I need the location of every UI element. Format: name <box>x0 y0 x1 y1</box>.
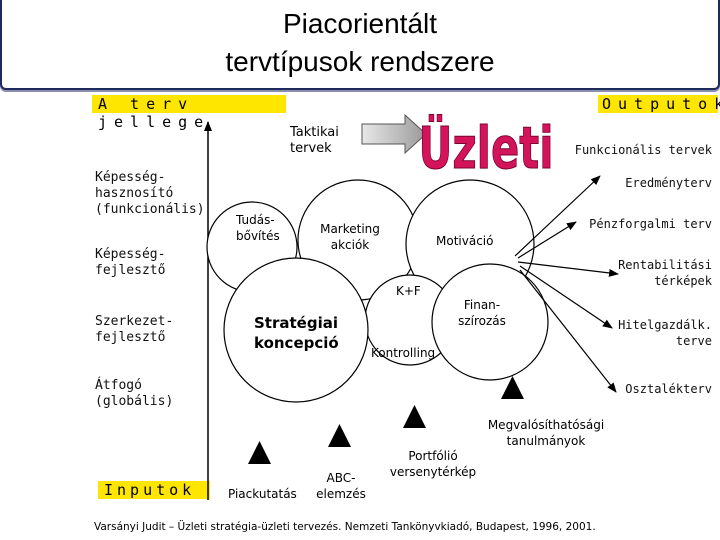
label-szerkezet-fejleszto-1: Szerkezet- <box>95 314 174 329</box>
title-box <box>0 0 720 90</box>
label-szerkezet-fejleszto-2: fejlesztő <box>95 330 166 345</box>
label-finan-1: Finan- <box>463 298 501 312</box>
label-taktikai-2: tervek <box>290 141 332 156</box>
label-abc-2: elemzés <box>316 487 366 501</box>
label-marketing-1: Marketing <box>320 222 380 236</box>
label-rentabilitasi-1: Rentabilitási <box>618 258 712 272</box>
label-marketing-2: akciók <box>330 238 370 252</box>
label-osztalekterv: Osztalékterv <box>625 382 712 396</box>
label-penzforgalmi-terv: Pénzforgalmi terv <box>589 217 712 231</box>
label-hitelgazdalk-2: terve <box>675 334 712 348</box>
arrow-osztalekterv <box>519 269 617 393</box>
terv-jellege-band: A terv jellege <box>92 95 286 131</box>
label-strategiai-1: Stratégiai <box>254 314 338 332</box>
label-kf: K+F <box>396 284 421 298</box>
label-kepesseg-hasznosito-1: Képesség- <box>95 170 166 185</box>
label-kepesseg-hasznosito-3: (funkcionális) <box>95 202 205 217</box>
label-tudas-2: bővítés <box>236 229 280 243</box>
finanszirozas-circle <box>431 263 549 381</box>
block-arrow-icon <box>361 113 427 155</box>
label-abc-1: ABC- <box>326 471 356 485</box>
source-citation: Varsányi Judit – Üzleti stratégia-üzleti… <box>94 521 596 533</box>
label-portfolio-2: versenytérkép <box>389 465 477 479</box>
label-piackutatas: Piackutatás <box>228 487 297 501</box>
title-line-2: tervtípusok rendszere <box>225 46 495 77</box>
label-atfogo-1: Átfogó <box>95 378 142 393</box>
arrow-eredmenyterv <box>514 175 601 257</box>
label-megvalosithatosagi-2: tanulmányok <box>506 434 586 448</box>
inputok-band: Inputok <box>98 481 210 499</box>
label-kepesseg-fejleszto-1: Képesség- <box>95 247 166 262</box>
label-tudas-1: Tudás- <box>236 213 275 227</box>
label-kontrolling: Kontrolling <box>371 346 436 360</box>
label-rentabilitasi-2: térképek <box>654 274 712 288</box>
uzleti-wordart: Üzleti <box>418 114 553 182</box>
piackutatas-triangle-icon <box>248 441 271 464</box>
label-kepesseg-hasznosito-2: hasznosító <box>95 186 174 201</box>
title-line-1: Piacorientált <box>282 8 438 39</box>
arrow-rentabilitasi <box>517 261 619 277</box>
outputok-band: Outputok <box>598 95 720 113</box>
label-motivacio: Motiváció <box>436 234 494 248</box>
strategiai-circle <box>223 257 369 403</box>
label-hitelgazdalk-1: Hitelgazdálk. <box>618 318 712 332</box>
label-strategiai-2: koncepció <box>254 334 339 352</box>
label-atfogo-2: (globális) <box>95 394 174 409</box>
label-finan-2: szírozás <box>458 314 506 328</box>
label-megvalosithatosagi-1: Megvalósíthatósági <box>487 418 605 432</box>
portfolio-triangle-icon <box>403 405 426 428</box>
megvalosithatosagi-triangle-icon <box>501 376 524 399</box>
abc-triangle-icon <box>328 424 351 447</box>
label-kepesseg-fejleszto-2: fejlesztő <box>95 263 166 278</box>
label-funkcionalis-tervek: Funkcionális tervek <box>574 143 712 157</box>
arrow-hitelgazdalk <box>519 265 613 329</box>
arrow-penzforgalmi <box>517 221 577 259</box>
label-portfolio-1: Portfólió <box>408 449 458 463</box>
label-taktikai-1: Taktikai <box>290 125 339 140</box>
label-eredmenyterv: Eredményterv <box>625 176 712 190</box>
